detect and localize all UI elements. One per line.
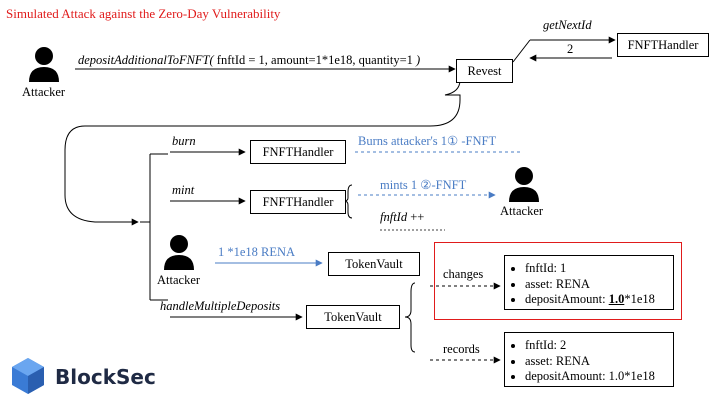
records-deposit-amount: depositAmount: 1.0*1e18	[525, 369, 667, 385]
changes-record-box: fnftId: 1 asset: RENA depositAmount: 1.0…	[504, 255, 674, 310]
records-asset: asset: RENA	[525, 354, 667, 370]
diagram-title: Simulated Attack against the Zero-Day Vu…	[6, 6, 281, 21]
fnfthandler-mint-box: FNFTHandler	[250, 190, 346, 214]
fnfthandler-burn-box: FNFTHandler	[250, 140, 346, 164]
increment-note: fnftId ++	[380, 210, 425, 224]
return-value-label: 2	[567, 42, 574, 56]
getnextid-branch-line	[512, 39, 531, 63]
attacker-right-icon	[509, 167, 539, 202]
attacker-top-icon	[29, 47, 59, 82]
transfer-label: 1 *1e18 RENA	[218, 245, 296, 259]
return-flow-path	[64, 79, 461, 226]
mint-label: mint	[172, 183, 195, 197]
attacker-mid-label: Attacker	[157, 273, 201, 287]
getnextid-label: getNextId	[543, 18, 592, 32]
changes-fnftid: fnftId: 1	[525, 261, 667, 277]
token-one-glyph: ①	[447, 134, 459, 148]
records-label: records	[443, 342, 480, 356]
burn-label: burn	[172, 134, 196, 148]
records-record-box: fnftId: 2 asset: RENA depositAmount: 1.0…	[504, 332, 674, 387]
deposit-call-label: depositAdditionalToFNFT( fnftId = 1, amo…	[78, 53, 421, 67]
changes-deposit-emphasis: 1.0	[608, 292, 625, 306]
tokenvault-transfer-box: TokenVault	[328, 252, 420, 276]
changes-label: changes	[443, 267, 484, 281]
burn-note: Burns attacker's 1① -FNFT	[358, 134, 497, 148]
brand-name: BlockSec	[55, 365, 156, 389]
deposits-label: handleMultipleDeposits	[160, 299, 281, 313]
token-two-glyph: ②	[420, 178, 432, 192]
revest-box: Revest	[456, 59, 513, 83]
deposits-brace	[404, 282, 416, 353]
records-fnftid: fnftId: 2	[525, 338, 667, 354]
attacker-right-label: Attacker	[500, 204, 544, 218]
changes-asset: asset: RENA	[525, 277, 667, 293]
cube-logo-icon	[12, 358, 44, 394]
mint-note: mints 1 ②-FNFT	[380, 178, 467, 192]
fnfthandler-top-box: FNFTHandler	[617, 33, 709, 57]
changes-deposit-amount: depositAmount: 1.0*1e18	[525, 292, 667, 308]
changes-highlight-frame	[434, 242, 682, 320]
attacker-mid-icon	[164, 235, 194, 270]
tokenvault-deposits-box: TokenVault	[306, 305, 400, 329]
attacker-top-label: Attacker	[22, 85, 66, 99]
